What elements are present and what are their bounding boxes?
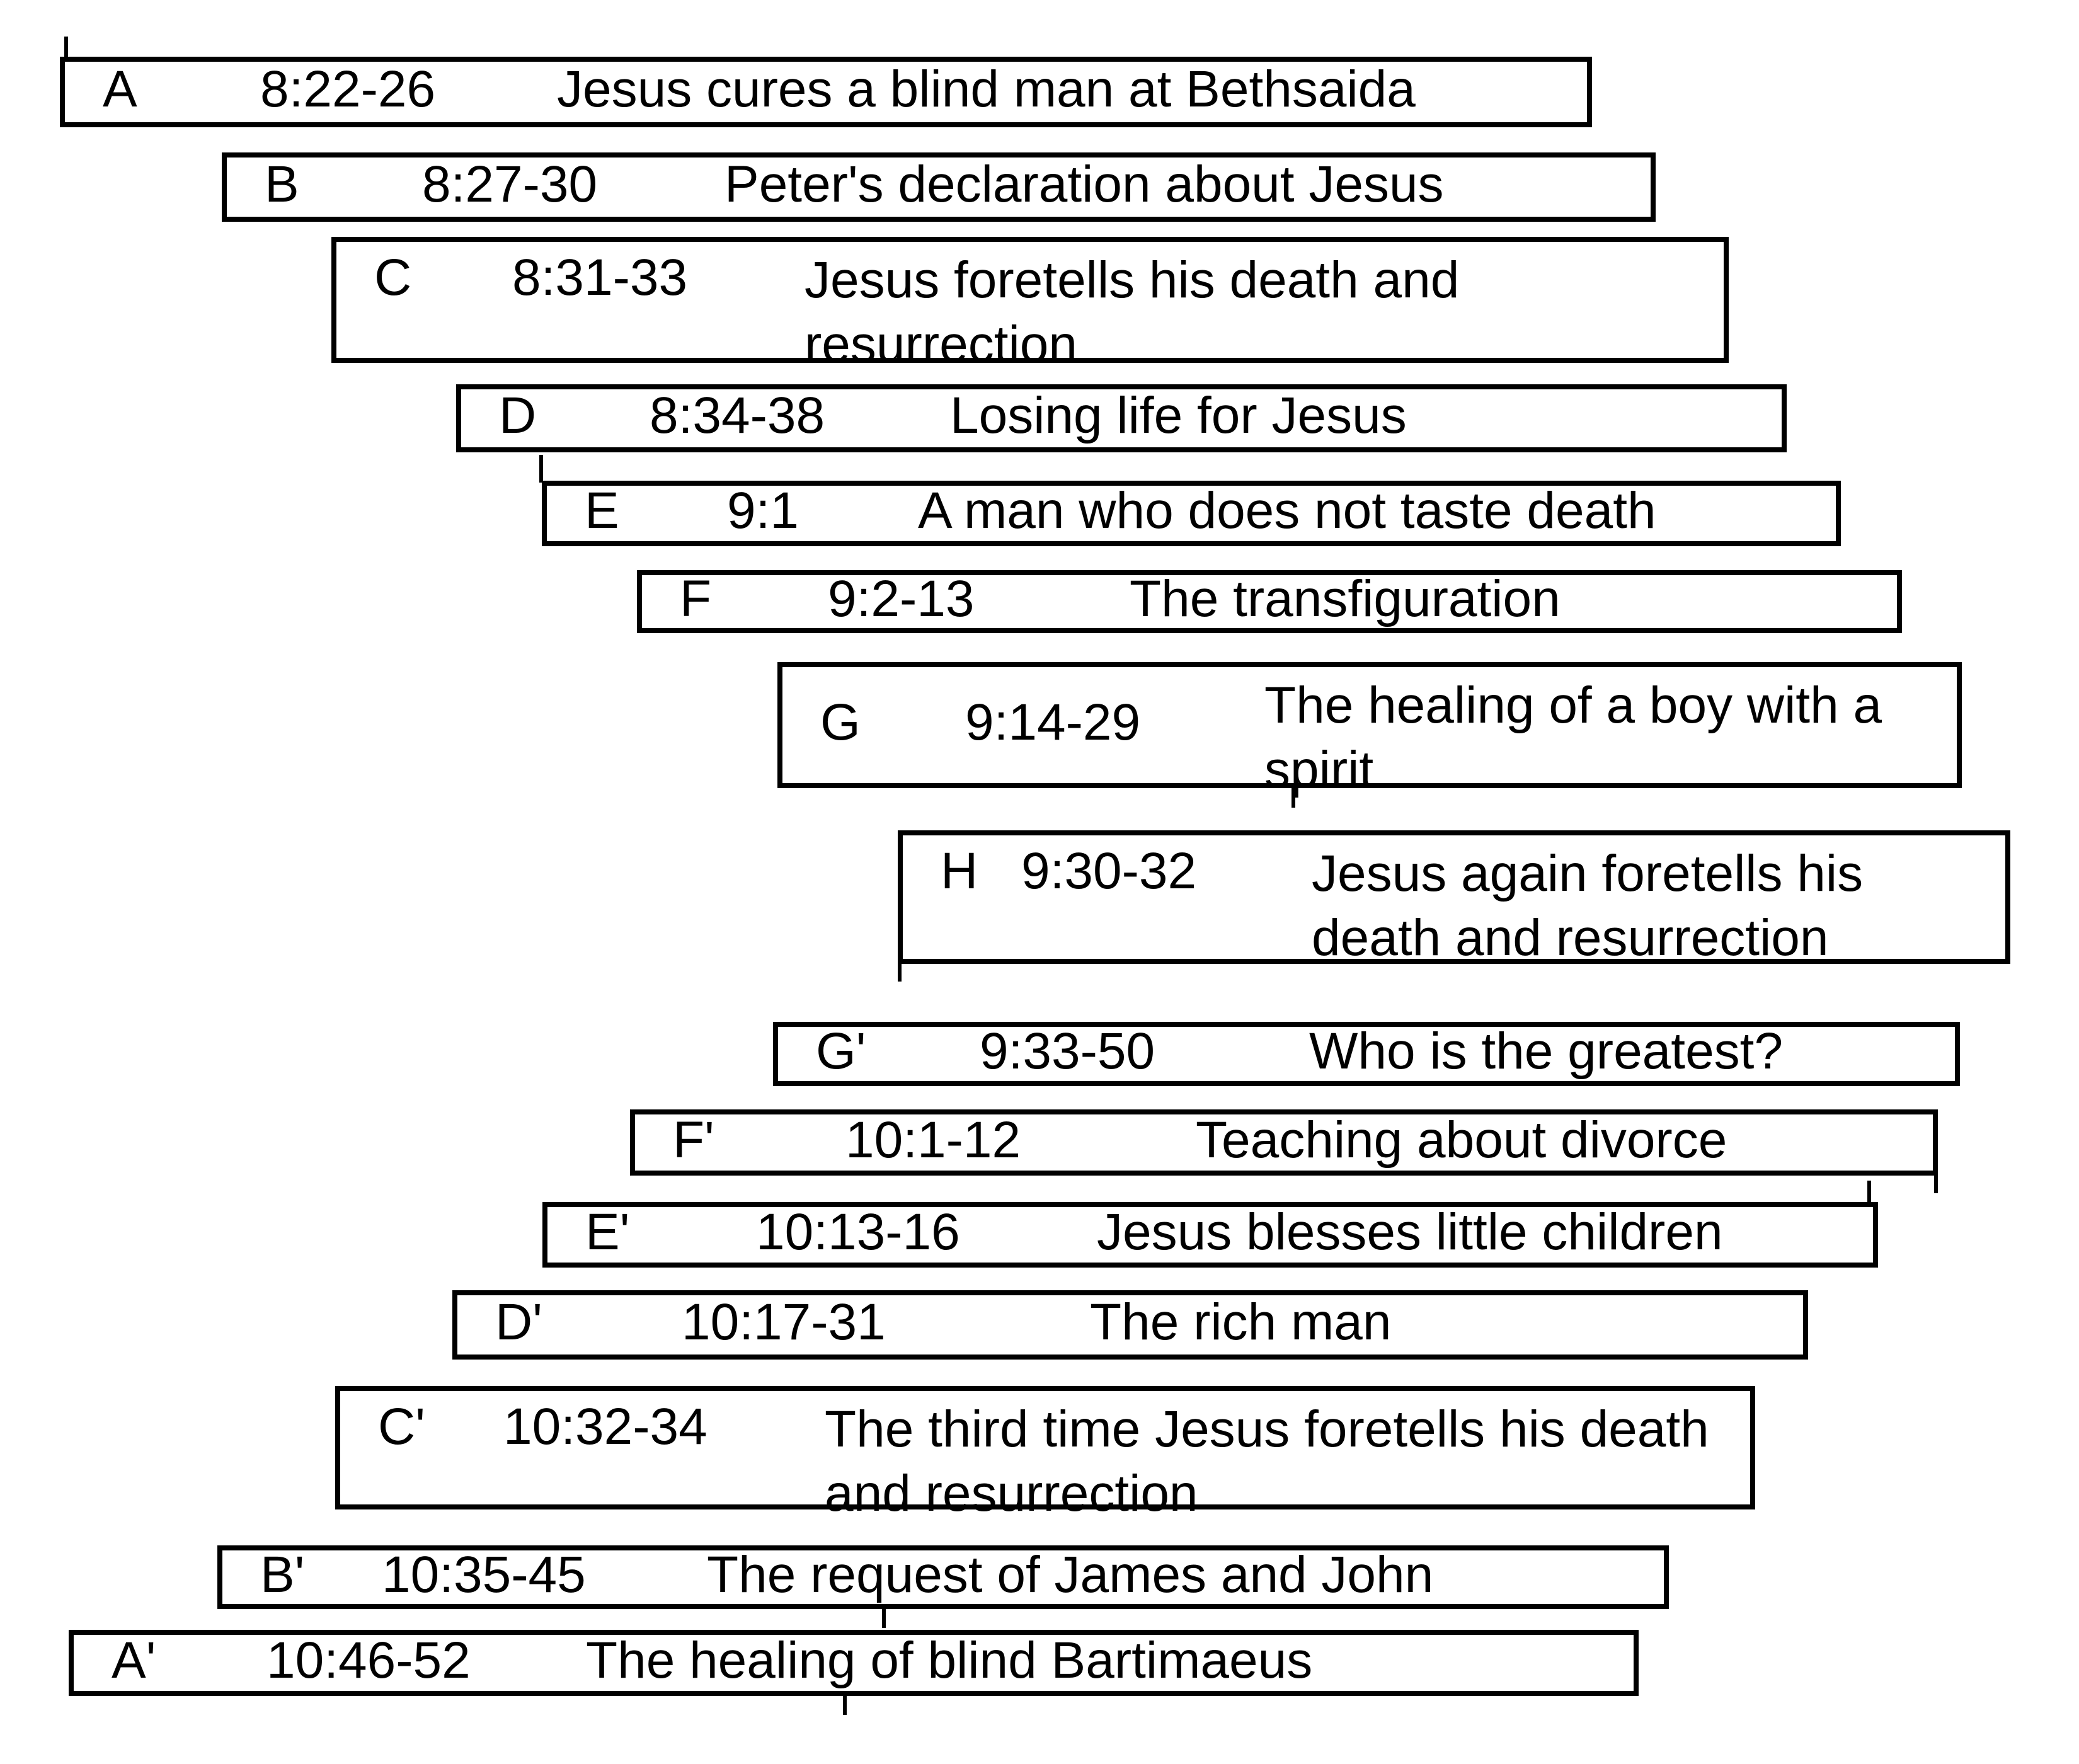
verse-reference: 10:13-16	[756, 1203, 960, 1261]
section-description: Jesus blesses little children	[1097, 1203, 1723, 1261]
verse-reference: 10:46-52	[266, 1631, 471, 1689]
stray-tick	[64, 37, 68, 59]
outline-box-g: G 9:14-29 The healing of a boy with a sp…	[777, 662, 1962, 798]
section-label: F'	[673, 1111, 714, 1169]
stray-tick	[898, 959, 902, 982]
outline-box-a: A 8:22-26 Jesus cures a blind man at Bet…	[60, 57, 1592, 127]
section-label: C	[374, 249, 412, 306]
section-label: H	[941, 842, 978, 900]
outline-box-d-prime: D' 10:17-31 The rich man	[452, 1290, 1808, 1360]
section-label: G	[820, 694, 861, 752]
section-description: Peter's declaration about Jesus	[724, 155, 1444, 213]
section-description: Who is the greatest?	[1309, 1022, 1784, 1080]
verse-reference: 10:32-34	[503, 1398, 707, 1455]
verse-reference: 8:22-26	[260, 60, 436, 118]
section-label: E'	[585, 1203, 630, 1261]
outline-box-e: E 9:1 A man who does not taste death	[542, 481, 1841, 546]
section-description: Losing life for Jesus	[950, 386, 1407, 444]
section-label: B'	[260, 1545, 305, 1603]
verse-reference: 10:1-12	[845, 1111, 1021, 1169]
stray-tick	[1292, 785, 1295, 808]
outline-box-f-prime: F' 10:1-12 Teaching about divorce	[630, 1109, 1938, 1176]
verse-reference: 10:35-45	[382, 1545, 586, 1603]
outline-box-c: C 8:31-33 Jesus foretells his death and …	[331, 237, 1729, 373]
outline-box-e-prime: E' 10:13-16 Jesus blesses little childre…	[542, 1202, 1878, 1268]
section-description: Jesus foretells his death and resurrecti…	[805, 251, 1460, 373]
outline-box-d: D 8:34-38 Losing life for Jesus	[456, 384, 1787, 452]
section-description: The request of James and John	[707, 1545, 1434, 1603]
outline-box-a-prime: A' 10:46-52 The healing of blind Bartima…	[69, 1630, 1639, 1696]
section-description: The healing of blind Bartimaeus	[586, 1631, 1313, 1689]
verse-reference: 8:34-38	[650, 387, 825, 445]
verse-reference: 9:33-50	[980, 1022, 1155, 1080]
outline-box-f: F 9:2-13 The transfiguration	[637, 570, 1902, 633]
section-description: The healing of a boy with a spirit	[1264, 677, 1882, 798]
stray-tick	[539, 455, 543, 483]
verse-reference: 10:17-31	[682, 1293, 886, 1351]
stray-tick	[843, 1692, 847, 1715]
outline-box-h: H 9:30-32 Jesus again foretells his deat…	[898, 830, 2010, 966]
section-label: F	[680, 570, 712, 628]
verse-reference: 8:27-30	[422, 156, 598, 214]
outline-box-g-prime: G' 9:33-50 Who is the greatest?	[773, 1022, 1960, 1086]
outline-box-c-prime: C' 10:32-34 The third time Jesus foretel…	[335, 1386, 1755, 1522]
stray-tick	[882, 1605, 886, 1628]
section-label: E	[585, 482, 619, 540]
section-label: A	[103, 60, 137, 118]
section-description: The third time Jesus foretells his death…	[825, 1400, 1709, 1522]
verse-reference: 9:1	[727, 482, 799, 540]
section-label: C'	[378, 1398, 425, 1455]
section-label: D'	[495, 1293, 542, 1351]
section-description: The transfiguration	[1130, 570, 1561, 627]
stray-tick	[1934, 1171, 1938, 1193]
verse-reference: 9:30-32	[1021, 842, 1197, 900]
section-description: The rich man	[1090, 1293, 1392, 1351]
verse-reference: 9:2-13	[828, 570, 975, 628]
section-description: Jesus cures a blind man at Bethsaida	[557, 60, 1416, 118]
outline-box-b-prime: B' 10:35-45 The request of James and Joh…	[217, 1545, 1669, 1609]
outline-box-b: B 8:27-30 Peter's declaration about Jesu…	[222, 152, 1656, 222]
stray-tick	[1867, 1181, 1871, 1203]
section-label: A'	[112, 1631, 156, 1689]
section-description: Teaching about divorce	[1196, 1111, 1727, 1169]
section-description: A man who does not taste death	[918, 481, 1656, 539]
verse-reference: 9:14-29	[965, 694, 1141, 752]
verse-reference: 8:31-33	[512, 249, 688, 306]
section-label: D	[499, 387, 537, 445]
section-label: B	[265, 156, 299, 214]
section-description: Jesus again foretells his death and resu…	[1312, 845, 1864, 966]
section-label: G'	[816, 1022, 866, 1080]
